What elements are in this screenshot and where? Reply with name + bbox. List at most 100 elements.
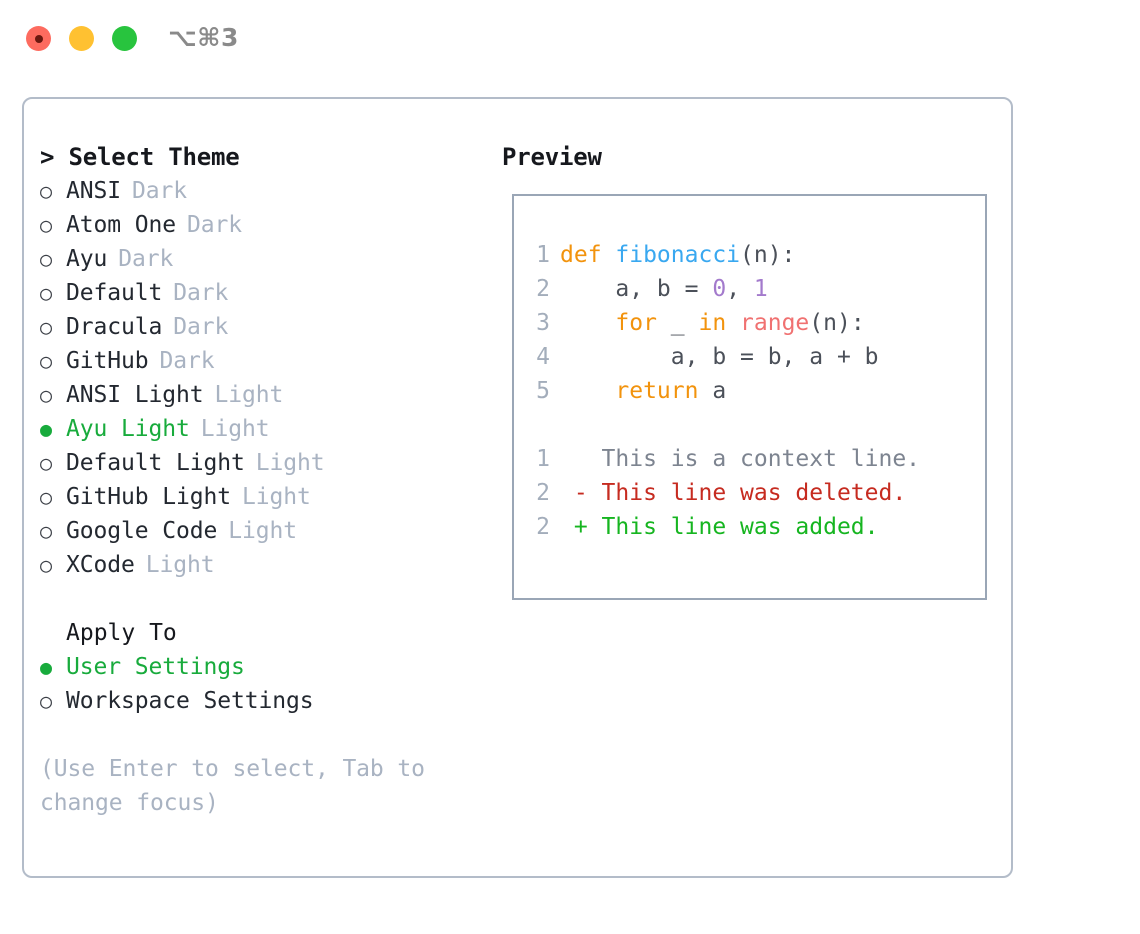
code-token: range	[740, 310, 810, 336]
apply-to-heading: Apply To	[66, 620, 177, 646]
apply-to-option-list: ● User Settings ○ Workspace Settings	[40, 650, 480, 718]
line-number: 2	[536, 480, 550, 506]
code-line: 2 a, b = 0, 1	[528, 272, 920, 306]
radio-unselected-icon: ○	[40, 247, 53, 271]
theme-option-github[interactable]: ○ GitHub Dark	[40, 344, 480, 378]
maximize-button[interactable]	[112, 26, 137, 51]
code-line: 1 def fibonacci(n):	[528, 238, 920, 272]
theme-option-dracula[interactable]: ○ Dracula Dark	[40, 310, 480, 344]
code-token: 1	[753, 276, 768, 302]
theme-variant-tag: Light	[241, 484, 311, 510]
apply-to-option-workspace-settings[interactable]: ○ Workspace Settings	[40, 684, 480, 718]
radio-unselected-icon: ○	[40, 213, 53, 237]
code-line: 4 a, b = b, a + b	[528, 340, 920, 374]
radio-unselected-icon: ○	[40, 281, 53, 305]
code-token: (n):	[740, 242, 796, 268]
theme-option-ayu-light[interactable]: ● Ayu Light Light	[40, 412, 480, 446]
title-bar: ⌥⌘3	[0, 0, 1140, 78]
theme-option-label: Default Light	[66, 450, 245, 476]
theme-variant-tag: Dark	[132, 178, 187, 204]
code-token: in	[698, 310, 727, 336]
theme-variant-tag: Dark	[173, 314, 229, 340]
code-token: def	[560, 242, 616, 268]
diff-line-text: - This line was deleted.	[560, 480, 907, 506]
radio-selected-icon: ●	[40, 655, 53, 679]
diff-line: 1 This is a context line.	[528, 442, 920, 476]
theme-variant-tag: Light	[255, 450, 325, 476]
line-number: 2	[536, 514, 550, 540]
code-token: 0	[712, 276, 727, 302]
theme-option-ayu[interactable]: ○ Ayu Dark	[40, 242, 480, 276]
theme-option-label: GitHub	[66, 348, 149, 374]
apply-to-option-user-settings[interactable]: ● User Settings	[40, 650, 480, 684]
theme-option-ansi[interactable]: ○ ANSI Dark	[40, 174, 480, 208]
keyboard-hint-text: (Use Enter to select, Tab to change focu…	[40, 756, 439, 816]
theme-option-label: Atom One	[66, 212, 176, 238]
minimize-button[interactable]	[69, 26, 94, 51]
theme-option-label: Ayu Light	[66, 416, 190, 442]
code-line: 3 for _ in range(n):	[528, 306, 920, 340]
theme-option-label: GitHub Light	[66, 484, 231, 510]
code-token: for	[615, 310, 657, 336]
code-token	[726, 310, 740, 336]
radio-unselected-icon: ○	[40, 689, 53, 713]
theme-option-default-light[interactable]: ○ Default Light Light	[40, 446, 480, 480]
theme-option-label: Ayu	[66, 246, 108, 272]
theme-variant-tag: Dark	[159, 348, 215, 374]
radio-unselected-icon: ○	[40, 451, 53, 475]
code-line: 5 return a	[528, 374, 920, 408]
radio-unselected-icon: ○	[40, 179, 53, 203]
line-number: 1	[536, 242, 550, 268]
theme-variant-tag: Light	[228, 518, 297, 544]
theme-option-github-light[interactable]: ○ GitHub Light Light	[40, 480, 480, 514]
code-token: a, b = b, a + b	[560, 344, 879, 370]
diff-line: 2 + This line was added.	[528, 510, 920, 544]
radio-unselected-icon: ○	[40, 349, 53, 373]
theme-option-label: XCode	[66, 552, 135, 578]
theme-option-google-code[interactable]: ○ Google Code Light	[40, 514, 480, 548]
code-token: return	[615, 378, 699, 404]
theme-option-label: ANSI Light	[66, 382, 204, 408]
radio-unselected-icon: ○	[40, 383, 53, 407]
theme-option-label: Dracula	[66, 314, 163, 340]
theme-variant-tag: Dark	[173, 280, 229, 306]
theme-variant-tag: Light	[145, 552, 215, 578]
theme-option-default[interactable]: ○ Default Dark	[40, 276, 480, 310]
radio-unselected-icon: ○	[40, 315, 53, 339]
line-number: 3	[536, 310, 550, 336]
radio-unselected-icon: ○	[40, 519, 53, 543]
theme-variant-tag: Dark	[118, 246, 174, 272]
line-number: 5	[536, 378, 550, 404]
theme-option-label: Default	[66, 280, 163, 306]
diff-line-text: This is a context line.	[560, 446, 921, 472]
line-number: 4	[536, 344, 550, 370]
code-token	[560, 378, 615, 404]
radio-selected-icon: ●	[40, 417, 53, 441]
code-token: fibonacci	[615, 242, 741, 268]
radio-unselected-icon: ○	[40, 485, 53, 509]
theme-option-atom-one[interactable]: ○ Atom One Dark	[40, 208, 480, 242]
theme-option-label: Google Code	[66, 518, 218, 544]
close-button[interactable]	[26, 26, 51, 51]
theme-variant-tag: Dark	[186, 212, 242, 238]
apply-to-option-label: Workspace Settings	[66, 688, 314, 714]
code-token: a	[698, 378, 727, 404]
theme-option-label: ANSI	[66, 178, 121, 204]
window-controls	[26, 26, 137, 51]
theme-list-title: > Select Theme	[40, 143, 240, 171]
diff-line: 2 - This line was deleted.	[528, 476, 920, 510]
preview-title: Preview	[502, 143, 602, 171]
code-token: (n):	[809, 310, 865, 336]
code-token: ,	[726, 276, 754, 302]
theme-variant-tag: Light	[200, 416, 270, 442]
line-number: 2	[536, 276, 550, 302]
apply-to-option-label: User Settings	[66, 654, 245, 680]
